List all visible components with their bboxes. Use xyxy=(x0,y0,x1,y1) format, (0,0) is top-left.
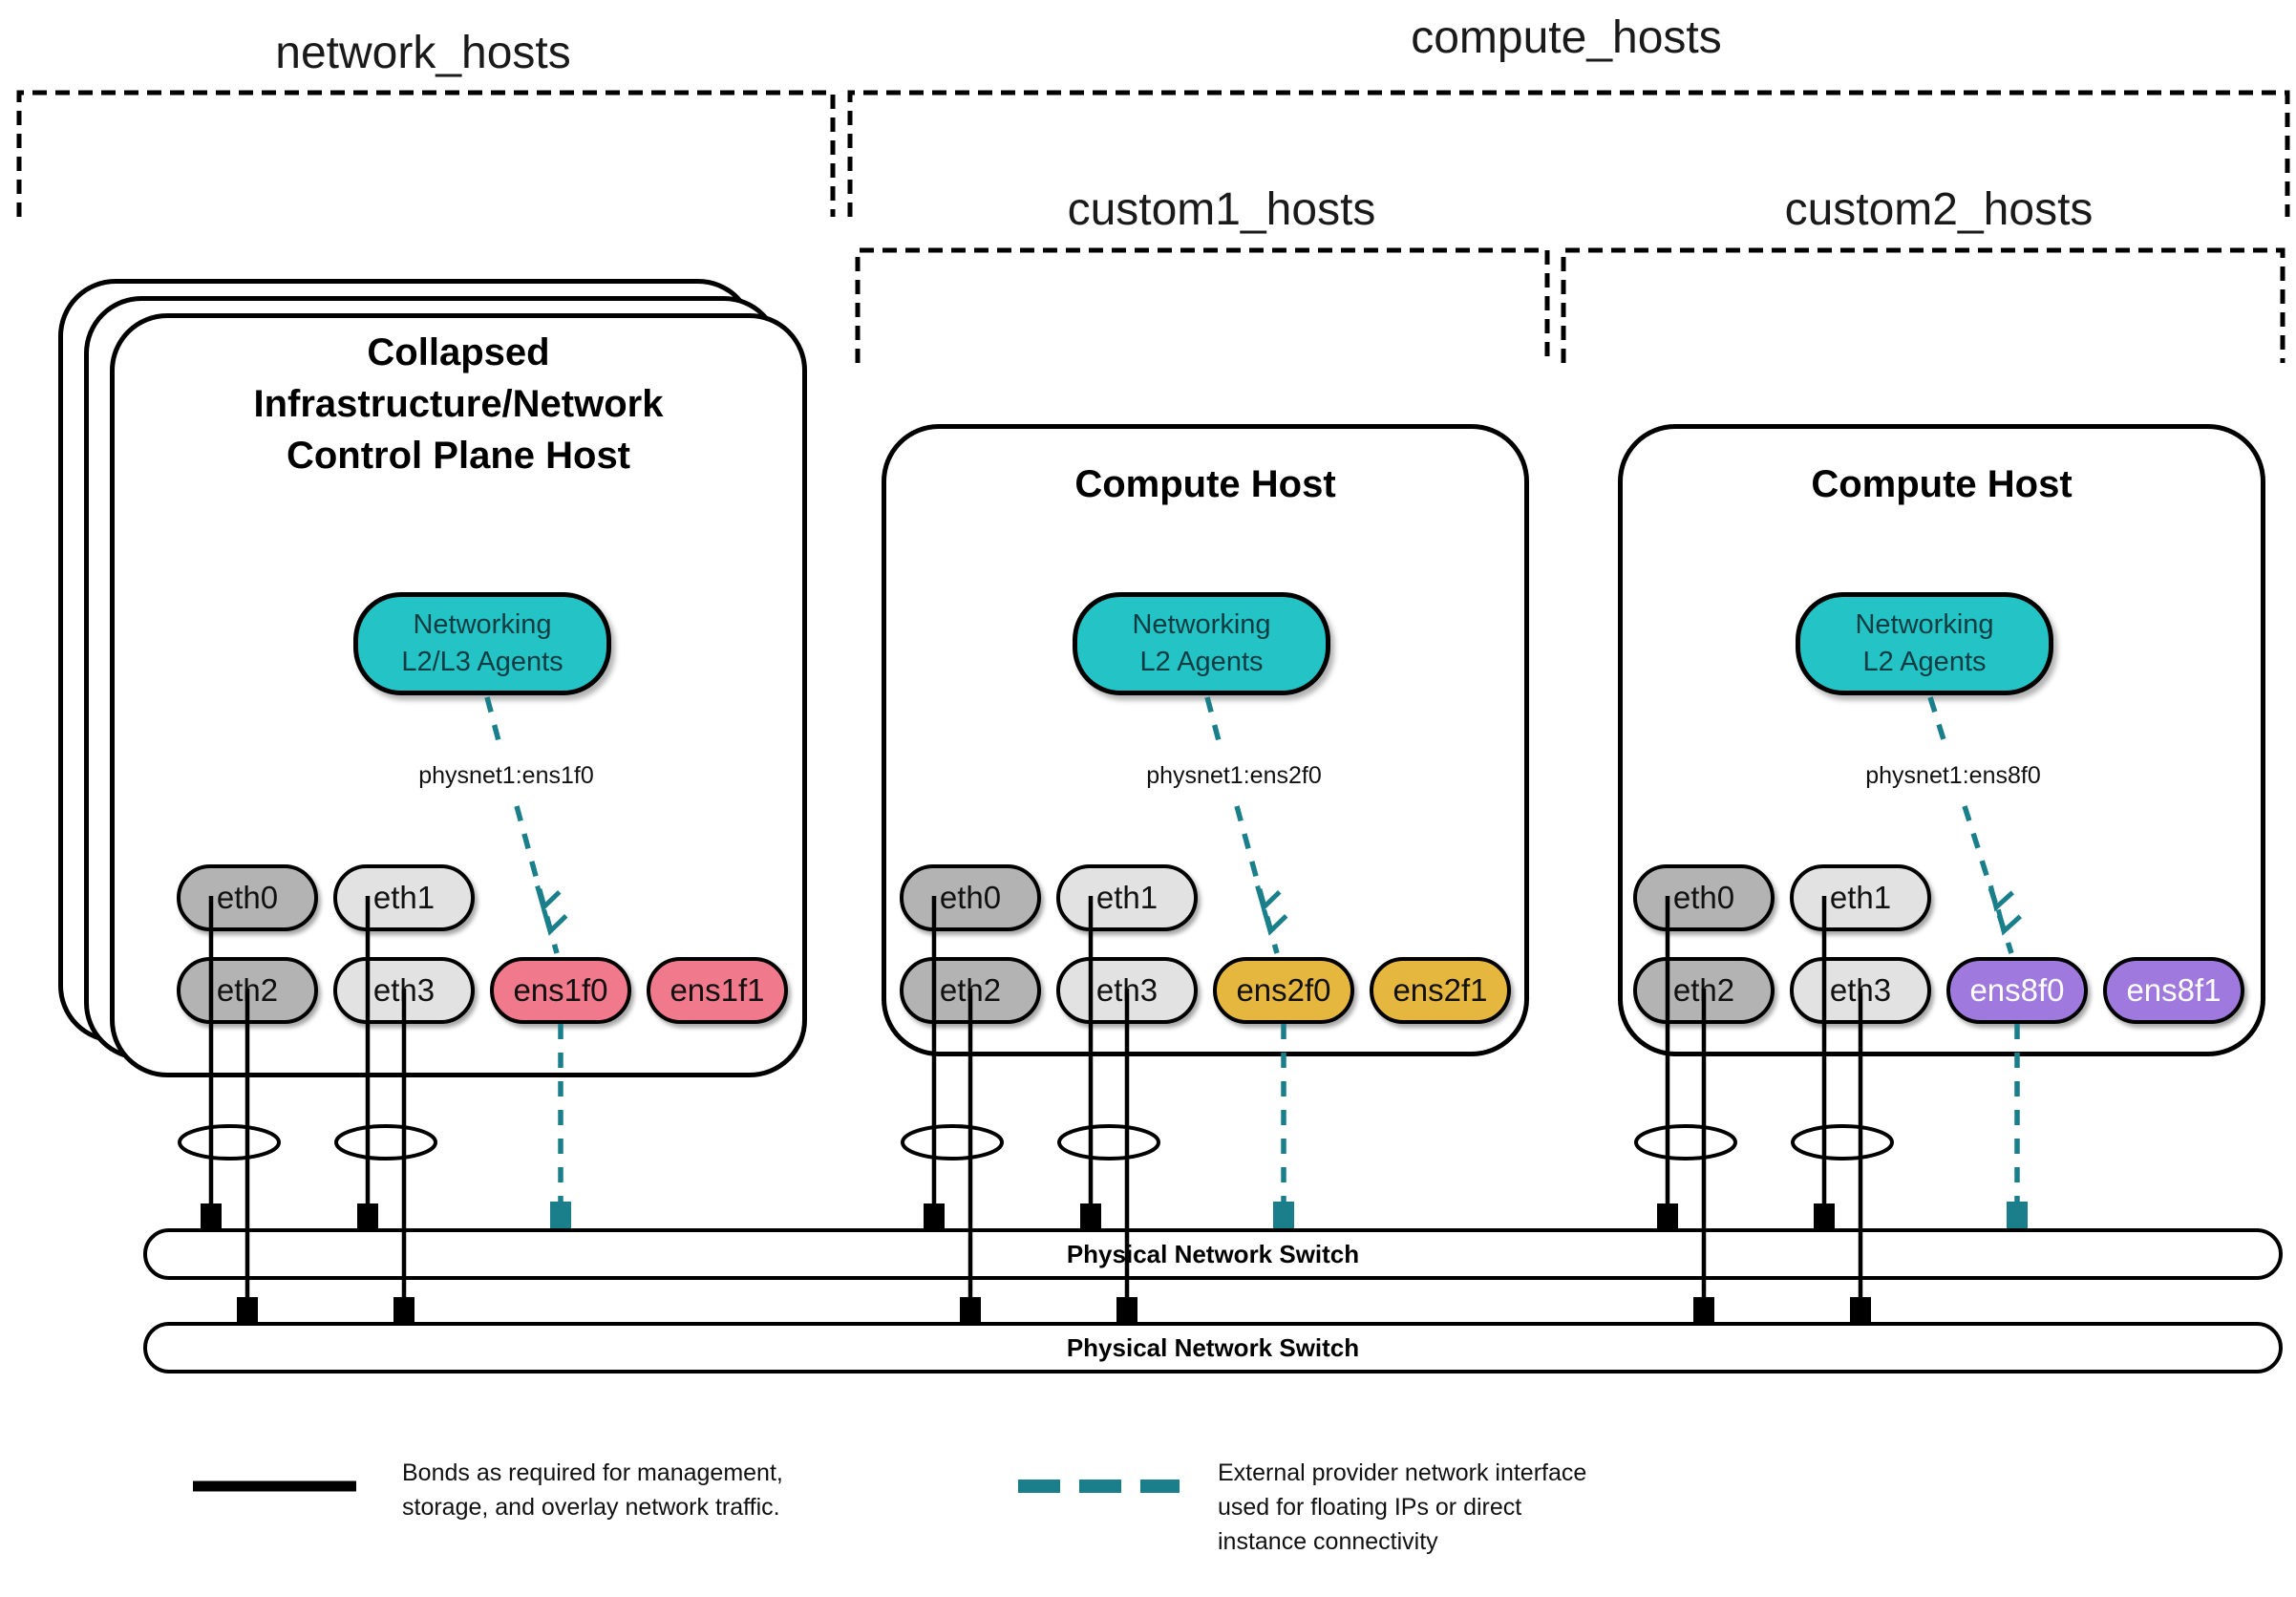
interface-pill-eth3: eth3 xyxy=(1056,957,1198,1024)
physical-network-switch-2 xyxy=(143,1322,2283,1373)
interface-pill-eth1: eth1 xyxy=(1790,864,1931,931)
networking-agents-box-compute-1: Networking L2 Agents xyxy=(1073,592,1330,695)
legend-line: Bonds as required for management, xyxy=(402,1459,783,1486)
interface-pill-ens1f0: ens1f0 xyxy=(490,957,631,1024)
legend-line: used for floating IPs or direct xyxy=(1218,1494,1522,1521)
group-label-network-hosts: network_hosts xyxy=(275,28,571,78)
networking-agents-box-control-plane: Networking L2/L3 Agents xyxy=(353,592,611,695)
interface-pill-eth2: eth2 xyxy=(1633,957,1775,1024)
physnet-label-control-plane: physnet1:ens1f0 xyxy=(418,762,594,789)
interface-pill-eth2: eth2 xyxy=(900,957,1041,1024)
legend-line: instance connectivity xyxy=(1218,1528,1438,1555)
switch-connector-square xyxy=(924,1203,945,1228)
agents-line: Networking xyxy=(413,609,552,640)
bond-ellipse xyxy=(901,1124,1004,1160)
compute-host-1-title: Compute Host xyxy=(1074,463,1336,505)
provider-connector-square xyxy=(2007,1202,2028,1228)
interface-pill-eth0: eth0 xyxy=(1633,864,1775,931)
control-plane-host-title: Collapsed Infrastructure/Network Control… xyxy=(110,327,807,481)
bond-ellipse xyxy=(334,1124,437,1160)
agents-line: L2/L3 Agents xyxy=(401,647,563,677)
interface-pill-ens2f1: ens2f1 xyxy=(1370,957,1511,1024)
interface-pill-ens1f1: ens1f1 xyxy=(647,957,788,1024)
interface-pill-eth0: eth0 xyxy=(177,864,318,931)
legend-bond-text: Bonds as required for management, storag… xyxy=(402,1456,937,1524)
switch-connector-square xyxy=(357,1203,378,1228)
interface-pill-eth0: eth0 xyxy=(900,864,1041,931)
agents-line: L2 Agents xyxy=(1862,647,1987,677)
title-line: Control Plane Host xyxy=(286,435,631,477)
agents-line: Networking xyxy=(1132,609,1271,640)
custom2-hosts-bracket xyxy=(1561,247,2285,363)
group-label-custom2-hosts: custom2_hosts xyxy=(1784,184,2094,235)
legend-line: External provider network interface xyxy=(1218,1459,1587,1486)
compute-host-2-title: Compute Host xyxy=(1811,463,2073,505)
interface-pill-ens8f1: ens8f1 xyxy=(2103,957,2244,1024)
title-line: Infrastructure/Network xyxy=(253,383,664,425)
bond-ellipse xyxy=(1791,1124,1894,1160)
bond-ellipse xyxy=(1634,1124,1737,1160)
bond-ellipse xyxy=(178,1124,281,1160)
agents-line: L2 Agents xyxy=(1139,647,1264,677)
interface-pill-ens2f0: ens2f0 xyxy=(1213,957,1354,1024)
switch-connector-square xyxy=(1814,1203,1835,1228)
bond-ellipse xyxy=(1057,1124,1160,1160)
interface-pill-eth2: eth2 xyxy=(177,957,318,1024)
interface-pill-eth3: eth3 xyxy=(1790,957,1931,1024)
interface-pill-eth1: eth1 xyxy=(1056,864,1198,931)
physnet-label-compute-1: physnet1:ens2f0 xyxy=(1146,762,1322,789)
switch-connector-square xyxy=(1657,1203,1678,1228)
control-plane-host-box xyxy=(110,313,807,1077)
switch-connector-square xyxy=(960,1297,981,1322)
switch-connector-square xyxy=(201,1203,222,1228)
physnet-label-compute-2: physnet1:ens8f0 xyxy=(1865,762,2041,789)
switch-connector-square xyxy=(1080,1203,1101,1228)
legend-external-text: External provider network interface used… xyxy=(1218,1456,1753,1559)
physical-network-switch-2-label: Physical Network Switch xyxy=(1066,1332,1360,1362)
networking-agents-box-compute-2: Networking L2 Agents xyxy=(1796,592,2053,695)
switch-connector-square xyxy=(1850,1297,1871,1322)
interface-pill-ens8f0: ens8f0 xyxy=(1946,957,2088,1024)
group-label-compute-hosts: compute_hosts xyxy=(1411,12,1722,63)
provider-connector-square xyxy=(550,1202,571,1228)
switch-connector-square xyxy=(1116,1297,1137,1322)
agents-line: Networking xyxy=(1855,609,1994,640)
legend-line: storage, and overlay network traffic. xyxy=(402,1494,780,1521)
physical-network-switch-1 xyxy=(143,1228,2283,1280)
group-label-custom1-hosts: custom1_hosts xyxy=(1067,184,1376,235)
provider-connector-square xyxy=(1273,1202,1294,1228)
network-hosts-bracket xyxy=(16,90,836,217)
title-line: Collapsed xyxy=(367,331,550,373)
interface-pill-eth3: eth3 xyxy=(333,957,475,1024)
custom1-hosts-bracket xyxy=(855,247,1550,363)
switch-connector-square xyxy=(393,1297,415,1322)
physical-network-switch-1-label: Physical Network Switch xyxy=(1066,1239,1360,1268)
switch-connector-square xyxy=(1693,1297,1714,1322)
switch-connector-square xyxy=(237,1297,258,1322)
interface-pill-eth1: eth1 xyxy=(333,864,475,931)
